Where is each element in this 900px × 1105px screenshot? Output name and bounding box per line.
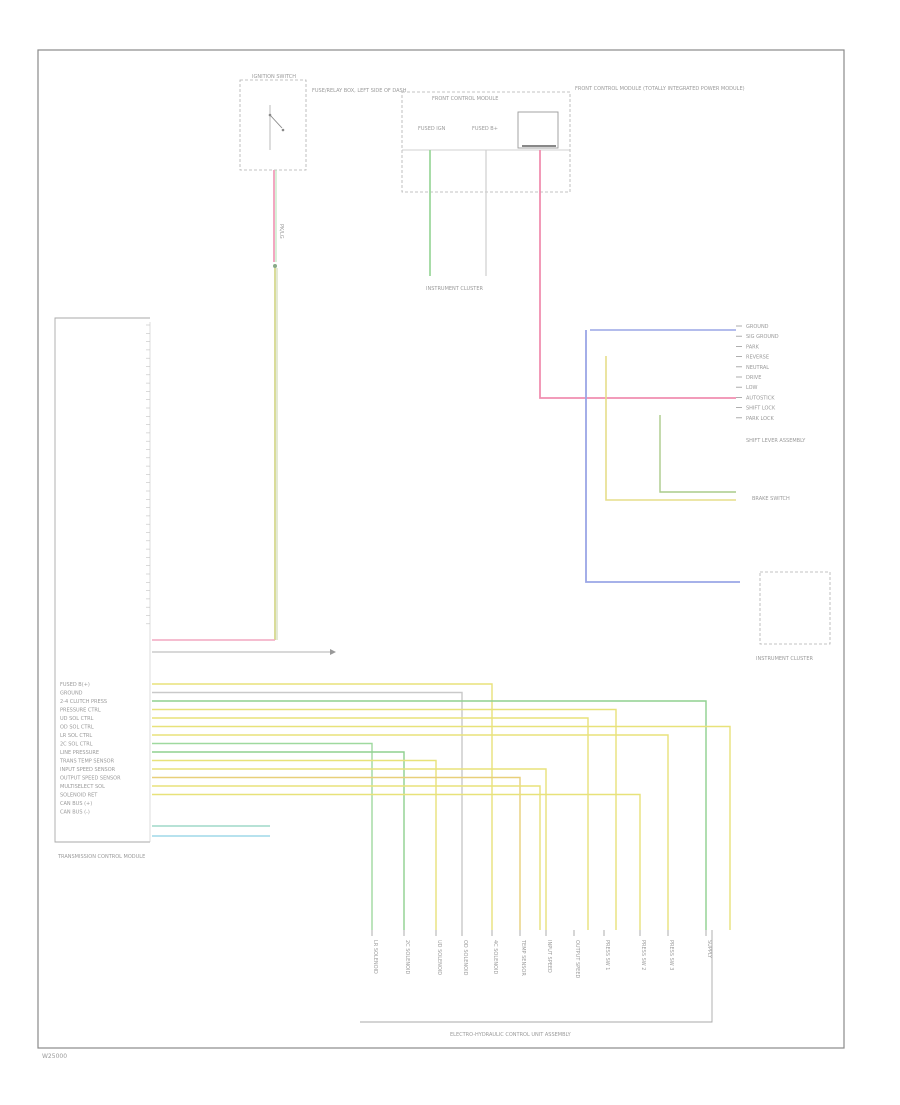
svg-text:INSTRUMENT CLUSTER: INSTRUMENT CLUSTER (756, 656, 814, 662)
svg-text:FRONT CONTROL MODULE: FRONT CONTROL MODULE (432, 96, 498, 102)
shift-lever-assembly: SHIFT LEVER ASSEMBLY GROUND SIG GROUND PAR… (736, 324, 806, 444)
solenoid-pin-label: OUTPUT SPEED (574, 940, 580, 978)
tcm-pin-label: OD SOL CTRL (60, 725, 94, 731)
front-control-module: FRONT CONTROL MODULE FRONT CONTROL MODUL… (401, 86, 745, 193)
svg-text:ELECTRO-HYDRAULIC CONTROL UNIT: ELECTRO-HYDRAULIC CONTROL UNIT ASSEMBLY (450, 1032, 572, 1038)
tcm-pin-label: SOLENOID RET (60, 793, 98, 799)
shift-pin-label: PARK LOCK (746, 416, 774, 422)
tcm-pin-label: 2-4 CLUTCH PRESS (60, 699, 107, 705)
svg-text:FUSE/RELAY BOX, LEFT SIDE OF D: FUSE/RELAY BOX, LEFT SIDE OF DASH (312, 88, 407, 94)
ignition-switch: IGNITION SWITCH FUSE/RELAY BOX, LEFT SID… (239, 74, 407, 171)
svg-text:FRONT CONTROL MODULE (TOTALLY: FRONT CONTROL MODULE (TOTALLY INTEGRATED… (575, 86, 745, 92)
svg-text:BRAKE SWITCH: BRAKE SWITCH (752, 496, 790, 502)
svg-text:IGNITION SWITCH: IGNITION SWITCH (252, 74, 296, 80)
tcm-pin-label: CAN BUS (-) (60, 810, 90, 816)
tcm-pin-label: 2C SOL CTRL (60, 742, 93, 748)
svg-text:SHIFT LEVER ASSEMBLY: SHIFT LEVER ASSEMBLY (746, 438, 806, 444)
splice-ign (273, 264, 277, 268)
solenoid-pin-label: PRESS SW 1 (604, 940, 610, 970)
wire-fcm-pink (539, 150, 736, 399)
tcm-pin-label: UD SOL CTRL (60, 716, 94, 722)
tcm-pin-label: FUSED B(+) (60, 682, 90, 688)
tcm-solenoid-wires (152, 683, 731, 930)
solenoid-pin-label: INPUT SPEED (546, 940, 552, 973)
tcm-pin-label: INPUT SPEED SENSOR (60, 767, 116, 773)
footer-code: W25000 (42, 1053, 67, 1060)
solenoid-pin-label: TEMP SENSOR (520, 939, 526, 976)
shift-pin-label: DRIVE (746, 375, 761, 381)
solenoid-pin-label: 2C SOLENOID (404, 940, 410, 974)
tcm-pin-label: MULTISELECT SOL (60, 784, 105, 790)
solenoid-pin-label: UD SOLENOID (436, 940, 442, 975)
diagram-frame (37, 49, 845, 1049)
shift-pin-label: LOW (746, 385, 758, 391)
shift-pin-label: PARK (746, 344, 760, 350)
tcm-pin-label: LR SOL CTRL (60, 733, 92, 739)
solenoid-pin-label: OD SOLENOID (462, 940, 468, 976)
tcm-pin-label: CAN BUS (+) (60, 801, 92, 807)
svg-text:FUSED B+: FUSED B+ (472, 126, 498, 132)
shift-pin-label: REVERSE (746, 355, 769, 361)
transmission-control-module: TRANSMISSION CONTROL MODULE FUSED B(+) GR… (54, 317, 151, 860)
wire-brake-yellow (605, 356, 736, 501)
instrument-cluster-right (759, 571, 831, 645)
shift-pin-label: AUTOSTICK (746, 395, 775, 401)
solenoid-pin-label: PRESS SW 3 (668, 940, 674, 970)
tcm-pin-label: TRANS TEMP SENSOR (59, 759, 115, 765)
svg-text:PK/LG: PK/LG (278, 224, 284, 239)
solenoid-pin-label: 4C SOLENOID (492, 940, 498, 974)
tcm-pin-label: GROUND (60, 691, 83, 697)
shift-pin-label: SIG GROUND (746, 334, 779, 340)
tcm-pin-label: LINE PRESSURE (60, 750, 99, 756)
shift-pin-label: SHIFT LOCK (746, 406, 776, 412)
shift-pin-label: NEUTRAL (746, 365, 769, 371)
solenoid-pin-label: SUPPLY (706, 940, 712, 959)
tcm-pin-label: OUTPUT SPEED SENSOR (60, 776, 121, 782)
svg-text:TRANSMISSION CONTROL MODULE: TRANSMISSION CONTROL MODULE (57, 854, 145, 860)
tcm-pin-label: PRESSURE CTRL (60, 708, 101, 714)
solenoid-pin-label: PRESS SW 2 (640, 940, 646, 970)
shift-pin-label: GROUND (746, 324, 769, 330)
solenoid-pin-label: LR SOLENOID (372, 940, 378, 974)
svg-text:FUSED IGN: FUSED IGN (418, 126, 446, 132)
wire-can-blue (585, 330, 740, 583)
svg-text:INSTRUMENT CLUSTER: INSTRUMENT CLUSTER (426, 286, 484, 292)
solenoid-assembly: ELECTRO-HYDRAULIC CONTROL UNIT ASSEMBLY … (360, 930, 713, 1038)
